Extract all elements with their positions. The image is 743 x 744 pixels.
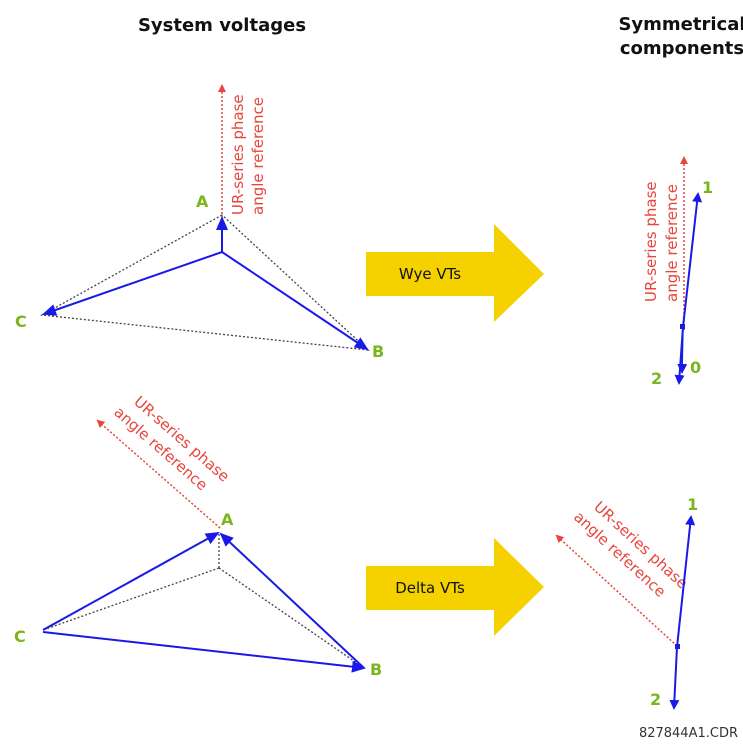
wye-label-b: B: [372, 342, 384, 361]
delta-positive-sequence: [676, 515, 696, 648]
wye-label-0: 0: [690, 358, 701, 377]
figure-code: 827844A1.CDR: [639, 726, 738, 741]
delta-reference-label: UR-series phase angle reference: [111, 392, 234, 494]
wye-phasor-b: [221, 251, 369, 351]
delta-phasor-ab: [219, 532, 365, 669]
delta-negative-sequence: [669, 646, 680, 710]
delta-reference-arrow: [96, 419, 221, 529]
delta-symmetrical-components: UR-series phase angle reference 1 2: [555, 495, 698, 710]
delta-vts-label: Delta VTs: [395, 579, 465, 597]
delta-phasor-ca: [42, 532, 220, 631]
svg-text:UR-series phase: UR-series phase: [642, 181, 660, 302]
wye-positive-sequence: [682, 192, 703, 328]
delta-vts-arrow: Delta VTs: [366, 538, 544, 636]
wye-phasor-c: [42, 251, 223, 316]
wye-sym-origin: [680, 324, 685, 329]
svg-text:UR-series phase: UR-series phase: [229, 94, 247, 215]
delta-neutral-b: [218, 567, 365, 669]
wye-symmetrical-components: UR-series phase angle reference 1 2 0: [642, 156, 713, 388]
wye-line-triangle: [39, 214, 370, 351]
wye-label-a: A: [196, 192, 209, 211]
header-symmetrical-line1: Symmetrical: [618, 14, 743, 35]
delta-sym-reference-arrow: [555, 534, 678, 647]
delta-system-voltages: UR-series phase angle reference A C B: [14, 392, 382, 679]
delta-neutral-c: [42, 567, 220, 631]
header-system-voltages: System voltages: [138, 15, 306, 36]
delta-label-2: 2: [650, 690, 661, 709]
delta-label-b: B: [370, 660, 382, 679]
wye-system-voltages: UR-series phase angle reference A C B: [15, 84, 384, 361]
wye-label-2: 2: [651, 369, 662, 388]
wye-vts-label: Wye VTs: [399, 265, 461, 283]
wye-reference-label: UR-series phase angle reference: [229, 94, 267, 215]
svg-text:angle reference: angle reference: [249, 97, 267, 215]
delta-label-a: A: [221, 510, 234, 529]
delta-phasor-bc: [42, 631, 366, 673]
delta-label-1: 1: [687, 495, 698, 514]
svg-text:angle reference: angle reference: [663, 184, 681, 302]
delta-label-c: C: [14, 627, 26, 646]
delta-sym-reference-label: UR-series phase angle reference: [570, 498, 691, 601]
wye-label-c: C: [15, 312, 27, 331]
wye-sym-reference-label: UR-series phase angle reference: [642, 181, 681, 302]
wye-vts-arrow: Wye VTs: [366, 224, 544, 322]
wye-zero-sequence: [677, 326, 688, 374]
delta-sym-origin: [675, 644, 680, 649]
wye-label-1: 1: [702, 178, 713, 197]
header-symmetrical-line2: components: [620, 38, 743, 59]
